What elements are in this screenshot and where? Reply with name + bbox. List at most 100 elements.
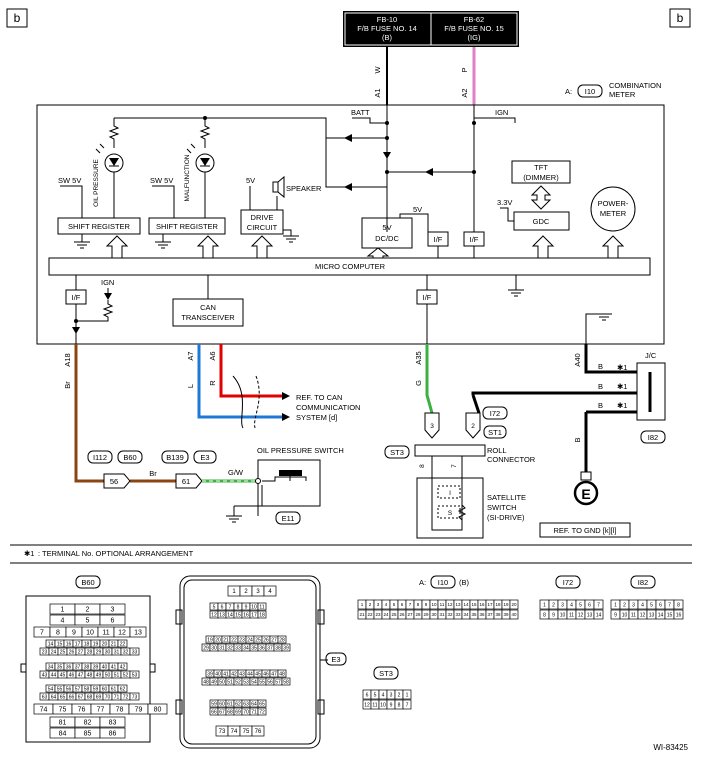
pin-number: 4	[385, 602, 388, 607]
pin-number: 25	[255, 637, 261, 643]
sw5v-label-2: SW 5V	[150, 176, 173, 185]
pin-number: 10	[431, 602, 437, 607]
wire-b-roll	[471, 391, 637, 395]
pin-number: 6	[111, 617, 115, 624]
pin-number: 35	[471, 612, 477, 617]
fuse-1-sub: (B)	[382, 33, 393, 42]
wire-label-w: W	[373, 66, 382, 74]
dcdc-label-2: DC/DC	[375, 234, 399, 243]
pin-number: 18	[84, 641, 90, 647]
tft-label-1: TFT	[534, 163, 548, 172]
pin-cell	[281, 677, 291, 686]
pin-number: 60	[219, 701, 225, 707]
pin-number: 15	[235, 612, 241, 618]
pin-number: 57	[275, 679, 281, 685]
pin-number: 15	[57, 641, 63, 647]
sw5v-label-1: SW 5V	[58, 176, 81, 185]
pin-number: 13	[219, 612, 225, 618]
pin-number: 20	[215, 637, 221, 643]
pin-number: 67	[78, 694, 84, 700]
pin-number: 73	[132, 694, 138, 700]
pin-number: 49	[211, 679, 217, 685]
pin-number: 81	[59, 719, 67, 726]
pin-number: 65	[259, 701, 265, 707]
pin-number: 7	[409, 602, 412, 607]
pin-number: 60	[102, 686, 108, 692]
oil-pressure-lamp-label: OIL PRESSURE	[93, 158, 100, 206]
corner-box-right	[669, 8, 691, 28]
pin-number: 4	[570, 602, 573, 608]
pin-number: 85	[84, 730, 92, 737]
pin-number: 69	[235, 709, 241, 715]
pin-number: 14	[227, 612, 233, 618]
pin-cell	[147, 703, 168, 715]
pin-number: 2	[86, 606, 90, 613]
pin-number: 72	[123, 694, 129, 700]
pin-number: 52	[123, 672, 129, 678]
pin-number: 17	[75, 641, 81, 647]
wire-label-b-3: B	[598, 401, 603, 410]
pin-number: 69	[96, 694, 102, 700]
pin-number: 68	[227, 709, 233, 715]
fuse-1-name: FB-10	[377, 15, 397, 24]
conn-st1: ST1	[488, 428, 502, 437]
pin-cell	[257, 610, 267, 619]
pin-number: 1	[614, 602, 617, 608]
pin-number: 43	[42, 672, 48, 678]
conn-st3: ST3	[390, 448, 404, 457]
pin-number: 52	[235, 679, 241, 685]
pin-number: 18	[495, 602, 501, 607]
pin-number: 12	[211, 612, 217, 618]
pin-number: 10	[380, 702, 386, 708]
pin-number: 70	[243, 709, 249, 715]
pin-number: 1	[232, 589, 236, 595]
pin-number: 33	[235, 645, 241, 651]
pin-number: 5	[650, 602, 653, 608]
pin-number: 34	[48, 664, 54, 670]
wire-can-r	[219, 344, 282, 398]
pin-number: 26	[399, 612, 405, 617]
pin-number: 7	[40, 629, 44, 636]
pin-number: 10	[622, 612, 628, 618]
pin-number: 20	[102, 641, 108, 647]
pin-number: 36	[259, 645, 265, 651]
pin-number: 8	[417, 602, 420, 607]
jc-label: J/C	[645, 351, 657, 360]
pin-number: 3	[390, 692, 393, 698]
footnote-star: ✱1	[24, 549, 34, 558]
pin-number: 58	[84, 686, 90, 692]
ref-can-line-3: SYSTEM [d]	[296, 413, 337, 422]
pin-number: 12	[118, 629, 126, 636]
pin-number: 9	[425, 602, 428, 607]
pin-number: 10	[86, 629, 94, 636]
pin-number: 55	[57, 686, 63, 692]
pin-number: 4	[268, 589, 272, 595]
pin-number: 31	[219, 645, 225, 651]
pin-number: 2	[398, 692, 401, 698]
roll-connector	[414, 444, 486, 457]
pin-number: 47	[271, 671, 277, 677]
pin-number: 34	[463, 612, 469, 617]
pin-cell	[673, 599, 684, 610]
dcdc-converter	[361, 217, 413, 249]
pin-number: 12	[640, 612, 646, 618]
wire-g	[425, 344, 434, 414]
pin-number: 24	[51, 649, 57, 655]
pin-number: 39	[93, 664, 99, 670]
corner-label-left: b	[14, 11, 21, 25]
pin-cell	[257, 707, 267, 716]
footnote-text: : TERMINAL No. OPTIONAL ARRANGEMENT	[38, 549, 194, 558]
pin-number: 73	[219, 729, 226, 735]
pin-number: 10	[251, 604, 257, 610]
pin-number: 4	[61, 617, 65, 624]
corner-label-right: b	[677, 11, 684, 25]
pin-number: 28	[87, 649, 93, 655]
pin-cell	[129, 626, 147, 638]
pin-cell	[99, 614, 126, 626]
conn-i82-top: I82	[648, 433, 658, 442]
pin-number: 11	[372, 702, 377, 708]
pin-number: 40	[511, 612, 517, 617]
